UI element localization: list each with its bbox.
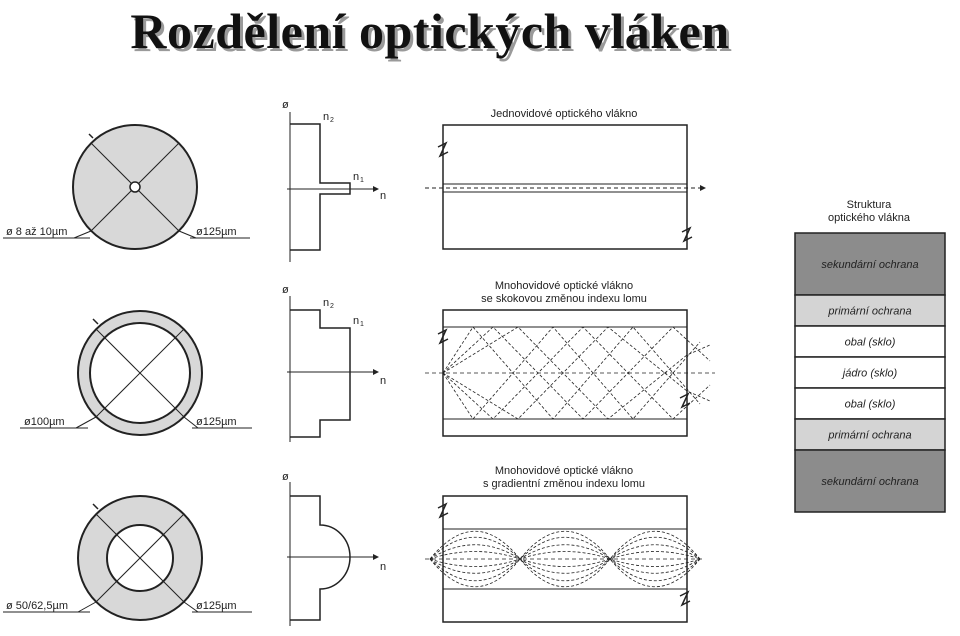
- row3-outer-diameter: ø125µm: [196, 600, 237, 612]
- row1-caption: Jednovidové optického vlákno: [491, 108, 638, 120]
- row2-outer-diameter: ø125µm: [196, 416, 237, 428]
- row1-axis-n: n: [380, 190, 386, 202]
- row1-outer-diameter: ø125µm: [196, 226, 237, 238]
- structure-layer: [794, 232, 946, 296]
- row2-n1: n: [353, 315, 359, 327]
- row1-cross-section: ø 8 až 10µm ø125µm: [3, 124, 250, 250]
- row2-cross-section: ø100µm ø125µm: [20, 310, 252, 436]
- row2-index-profile: ø n 2 n 1 n: [282, 284, 386, 442]
- row1-index-profile: ø n 2 n 1 n: [282, 99, 386, 262]
- svg-text:2: 2: [330, 117, 334, 124]
- structure-heading-line1: Struktura: [847, 199, 893, 211]
- row3-caption-line2: s gradientní změnou indexu lomu: [483, 478, 645, 490]
- structure-layer-label: primární ochrana: [827, 430, 911, 442]
- structure-layer: [794, 294, 946, 327]
- row1-inner-diameter: ø 8 až 10µm: [6, 226, 67, 238]
- svg-text:2: 2: [330, 303, 334, 310]
- structure-layer: [794, 387, 946, 420]
- row2-axis-n: n: [380, 375, 386, 387]
- row3-axis-d: ø: [282, 471, 289, 483]
- row2-axis-d: ø: [282, 284, 289, 296]
- svg-text:1: 1: [360, 177, 364, 184]
- structure-layer: [794, 418, 946, 451]
- row2-fiber-longitudinal: Mnohovidové optické vlákno se skokovou z…: [425, 280, 715, 437]
- row3-axis-n: n: [380, 561, 386, 573]
- row1-n1: n: [353, 171, 359, 183]
- structure-layer-label: primární ochrana: [827, 306, 911, 318]
- row1-fiber-longitudinal: Jednovidové optického vlákno: [425, 108, 706, 250]
- structure-layer-label: sekundární ochrana: [821, 476, 918, 488]
- structure-layer: [794, 325, 946, 358]
- page-title: Rozdělení optických vláken: [130, 3, 730, 59]
- structure-layer: [794, 356, 946, 389]
- row1-axis-d: ø: [282, 99, 289, 111]
- fiber-structure-table: Struktura optického vlákna sekundární oc…: [794, 199, 946, 513]
- svg-text:1: 1: [360, 321, 364, 328]
- structure-layer-label: jádro (sklo): [841, 368, 898, 380]
- row3-index-profile: ø n: [282, 471, 386, 626]
- structure-layer: [794, 449, 946, 513]
- row2-n2: n: [323, 297, 329, 309]
- row3-cross-section: ø 50/62,5µm ø125µm: [3, 495, 252, 621]
- row3-inner-diameter: ø 50/62,5µm: [6, 600, 68, 612]
- row2-caption-line1: Mnohovidové optické vlákno: [495, 280, 633, 292]
- structure-layer-label: obal (sklo): [845, 399, 896, 411]
- structure-layer-label: sekundární ochrana: [821, 259, 918, 271]
- row2-inner-diameter: ø100µm: [24, 416, 65, 428]
- row3-caption-line1: Mnohovidové optické vlákno: [495, 465, 633, 477]
- structure-layer-label: obal (sklo): [845, 337, 896, 349]
- row1-n2: n: [323, 111, 329, 123]
- row3-fiber-longitudinal: Mnohovidové optické vlákno s gradientní …: [425, 465, 705, 623]
- row2-caption-line2: se skokovou změnou indexu lomu: [481, 293, 647, 305]
- structure-heading-line2: optického vlákna: [828, 212, 911, 224]
